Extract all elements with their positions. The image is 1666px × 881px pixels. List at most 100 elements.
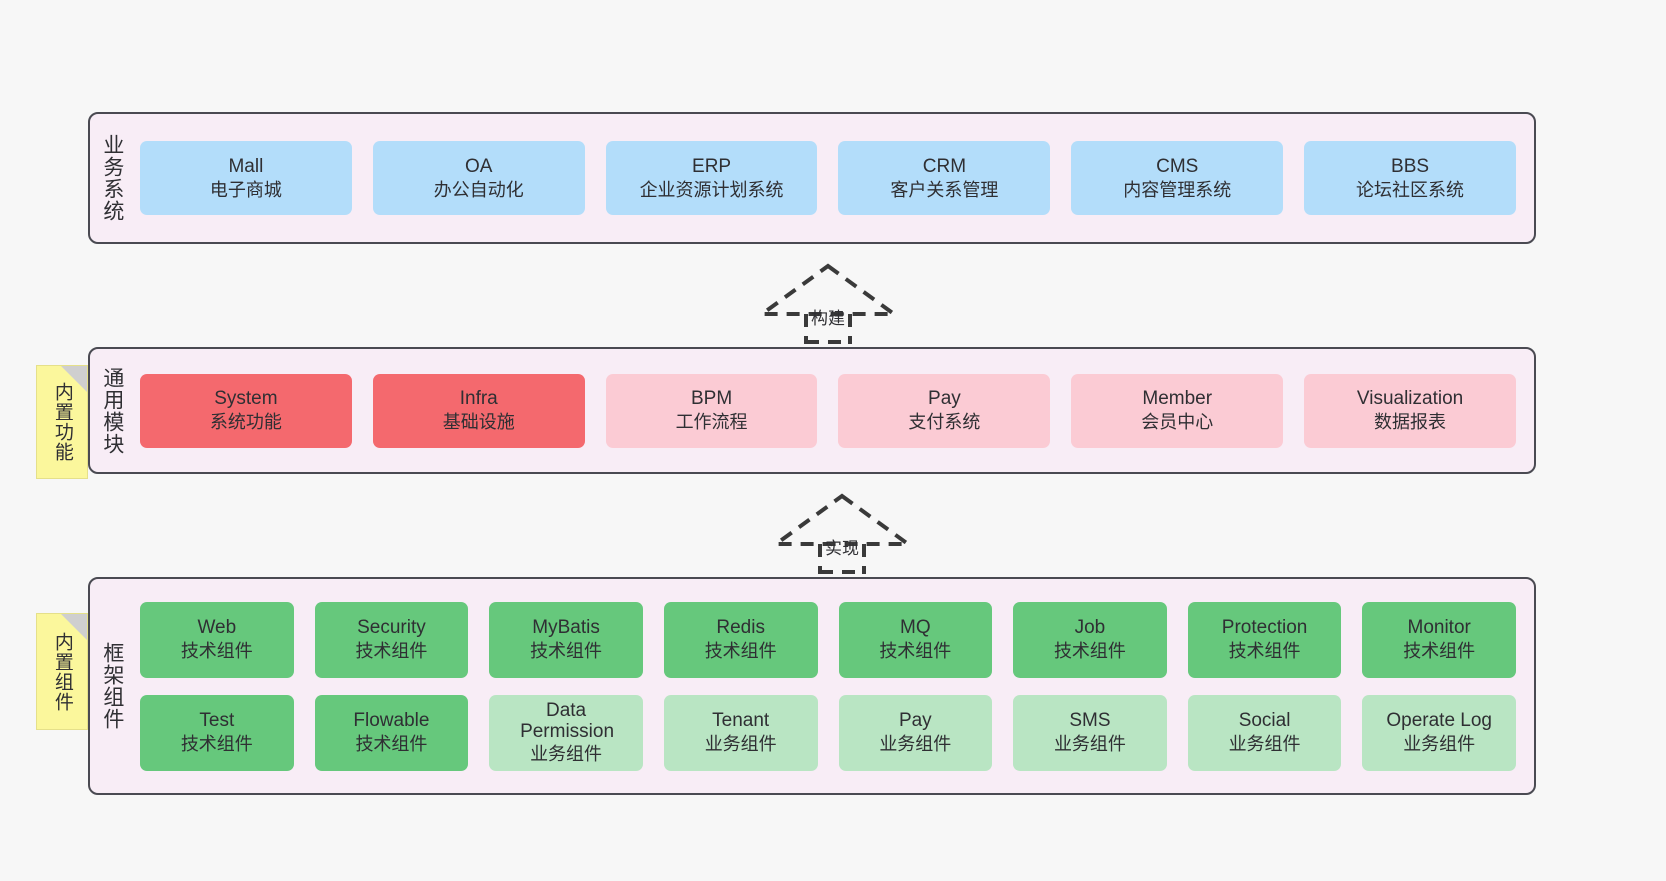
connector-implement-label: 实现 [825, 539, 859, 558]
node-social[interactable]: Social 业务组件 [1187, 694, 1342, 771]
sticky-note-label: 内置组件 [51, 631, 73, 712]
layer-body-common-modules: System 系统功能 Infra 基础设施 BPM 工作流程 Pay 支付系统… [134, 349, 1534, 472]
node-subtitle: 客户关系管理 [890, 179, 999, 200]
node-subtitle: 技术组件 [530, 641, 603, 662]
node-mall[interactable]: Mall 电子商城 [140, 141, 352, 215]
node-subtitle: 办公自动化 [433, 179, 524, 200]
node-web[interactable]: Web 技术组件 [140, 601, 294, 678]
connector-implement-glyph [772, 493, 912, 574]
sticky-note-builtin-features: 内置功能 [36, 365, 88, 479]
node-title: Security [357, 617, 426, 639]
node-subtitle: 技术组件 [1228, 641, 1301, 662]
node-job[interactable]: Job 技术组件 [1013, 601, 1167, 678]
node-subtitle: 论坛社区系统 [1356, 179, 1465, 200]
layer-framework-components: 框架组件 Web 技术组件 Security 技术组件 MyBatis 技术组件… [88, 577, 1536, 795]
node-title: CMS [1156, 155, 1199, 177]
node-title: Mall [228, 155, 264, 177]
node-title: MQ [900, 617, 931, 639]
node-subtitle: 技术组件 [180, 641, 253, 662]
node-bpm[interactable]: BPM 工作流程 [605, 373, 818, 448]
node-title: BPM [690, 388, 733, 410]
layer-row: Web 技术组件 Security 技术组件 MyBatis 技术组件 Redi… [140, 601, 1516, 678]
node-mq[interactable]: MQ 技术组件 [838, 601, 993, 678]
node-monitor[interactable]: Monitor 技术组件 [1362, 601, 1516, 678]
node-title: Monitor [1407, 617, 1471, 639]
node-member[interactable]: Member 会员中心 [1071, 373, 1284, 448]
node-bbs[interactable]: BBS 论坛社区系统 [1304, 141, 1516, 215]
node-title: BBS [1391, 155, 1430, 177]
node-operate-log[interactable]: Operate Log 业务组件 [1362, 694, 1516, 771]
node-subtitle: 内容管理系统 [1123, 179, 1232, 200]
node-title: Data Permission [520, 699, 615, 743]
node-mybatis[interactable]: MyBatis 技术组件 [489, 601, 643, 678]
node-protection[interactable]: Protection 技术组件 [1187, 601, 1342, 678]
layer-title-common-modules: 通用模块 [100, 366, 124, 455]
node-pay-component[interactable]: Pay 业务组件 [838, 694, 993, 771]
node-title: Infra [459, 388, 498, 410]
connector-build-glyph [758, 263, 898, 344]
layer-common-modules: 通用模块 System 系统功能 Infra 基础设施 BPM 工作流程 Pay… [88, 347, 1536, 474]
layer-row: System 系统功能 Infra 基础设施 BPM 工作流程 Pay 支付系统… [140, 373, 1516, 448]
node-infra[interactable]: Infra 基础设施 [372, 373, 585, 448]
node-cms[interactable]: CMS 内容管理系统 [1071, 141, 1284, 215]
node-title: Flowable [353, 710, 430, 732]
node-subtitle: 业务组件 [530, 743, 603, 764]
sticky-fold-icon [61, 366, 87, 392]
node-subtitle: 技术组件 [1053, 641, 1126, 662]
node-subtitle: 业务组件 [879, 734, 952, 755]
node-title: ERP [692, 155, 732, 177]
node-subtitle: 业务组件 [704, 734, 777, 755]
layer-title-framework-components: 框架组件 [100, 642, 124, 730]
node-title: Web [197, 617, 237, 639]
layer-row: Test 技术组件 Flowable 技术组件 Data Permission … [140, 694, 1516, 771]
node-visualization[interactable]: Visualization 数据报表 [1304, 373, 1516, 448]
node-test[interactable]: Test 技术组件 [140, 694, 294, 771]
node-erp[interactable]: ERP 企业资源计划系统 [605, 141, 818, 215]
node-sms[interactable]: SMS 业务组件 [1013, 694, 1167, 771]
node-title: Member [1142, 388, 1213, 410]
node-subtitle: 技术组件 [355, 734, 428, 755]
node-title: OA [465, 155, 493, 177]
node-title: Tenant [712, 710, 770, 732]
node-subtitle: 技术组件 [879, 641, 952, 662]
node-title: Test [199, 710, 235, 732]
node-subtitle: 技术组件 [704, 641, 777, 662]
node-redis[interactable]: Redis 技术组件 [663, 601, 818, 678]
layer-body-business-systems: Mall 电子商城 OA 办公自动化 ERP 企业资源计划系统 CRM 客户关系… [134, 114, 1534, 242]
node-title: MyBatis [532, 617, 600, 639]
node-system[interactable]: System 系统功能 [140, 373, 352, 448]
node-title: CRM [922, 155, 967, 177]
node-title: Job [1074, 617, 1106, 639]
layer-body-framework-components: Web 技术组件 Security 技术组件 MyBatis 技术组件 Redi… [134, 579, 1534, 793]
node-crm[interactable]: CRM 客户关系管理 [838, 141, 1051, 215]
node-security[interactable]: Security 技术组件 [314, 601, 469, 678]
node-subtitle: 工作流程 [675, 412, 748, 433]
node-title: System [214, 388, 278, 410]
node-data-permission[interactable]: Data Permission 业务组件 [489, 694, 643, 771]
sticky-fold-icon [61, 614, 87, 640]
node-subtitle: 技术组件 [1403, 641, 1476, 662]
node-subtitle: 基础设施 [442, 412, 515, 433]
node-flowable[interactable]: Flowable 技术组件 [314, 694, 469, 771]
connector-implement: 实现 [772, 492, 912, 574]
node-title: Social [1238, 710, 1291, 732]
node-pay[interactable]: Pay 支付系统 [838, 373, 1051, 448]
node-subtitle: 会员中心 [1141, 412, 1214, 433]
layer-title-business-systems: 业务系统 [100, 134, 124, 222]
node-subtitle: 系统功能 [209, 412, 282, 433]
node-subtitle: 技术组件 [355, 641, 428, 662]
node-subtitle: 企业资源计划系统 [639, 179, 784, 200]
node-title: Pay [898, 710, 932, 732]
connector-build: 构建 [758, 262, 898, 344]
node-subtitle: 业务组件 [1403, 734, 1476, 755]
node-tenant[interactable]: Tenant 业务组件 [663, 694, 818, 771]
layer-business-systems: 业务系统 Mall 电子商城 OA 办公自动化 ERP 企业资源计划系统 CRM… [88, 112, 1536, 244]
layer-row: Mall 电子商城 OA 办公自动化 ERP 企业资源计划系统 CRM 客户关系… [140, 141, 1516, 215]
node-subtitle: 业务组件 [1053, 734, 1126, 755]
node-title: Pay [928, 388, 961, 410]
node-title: Operate Log [1386, 710, 1492, 732]
node-subtitle: 电子商城 [209, 179, 282, 200]
node-subtitle: 业务组件 [1228, 734, 1301, 755]
node-oa[interactable]: OA 办公自动化 [372, 141, 585, 215]
